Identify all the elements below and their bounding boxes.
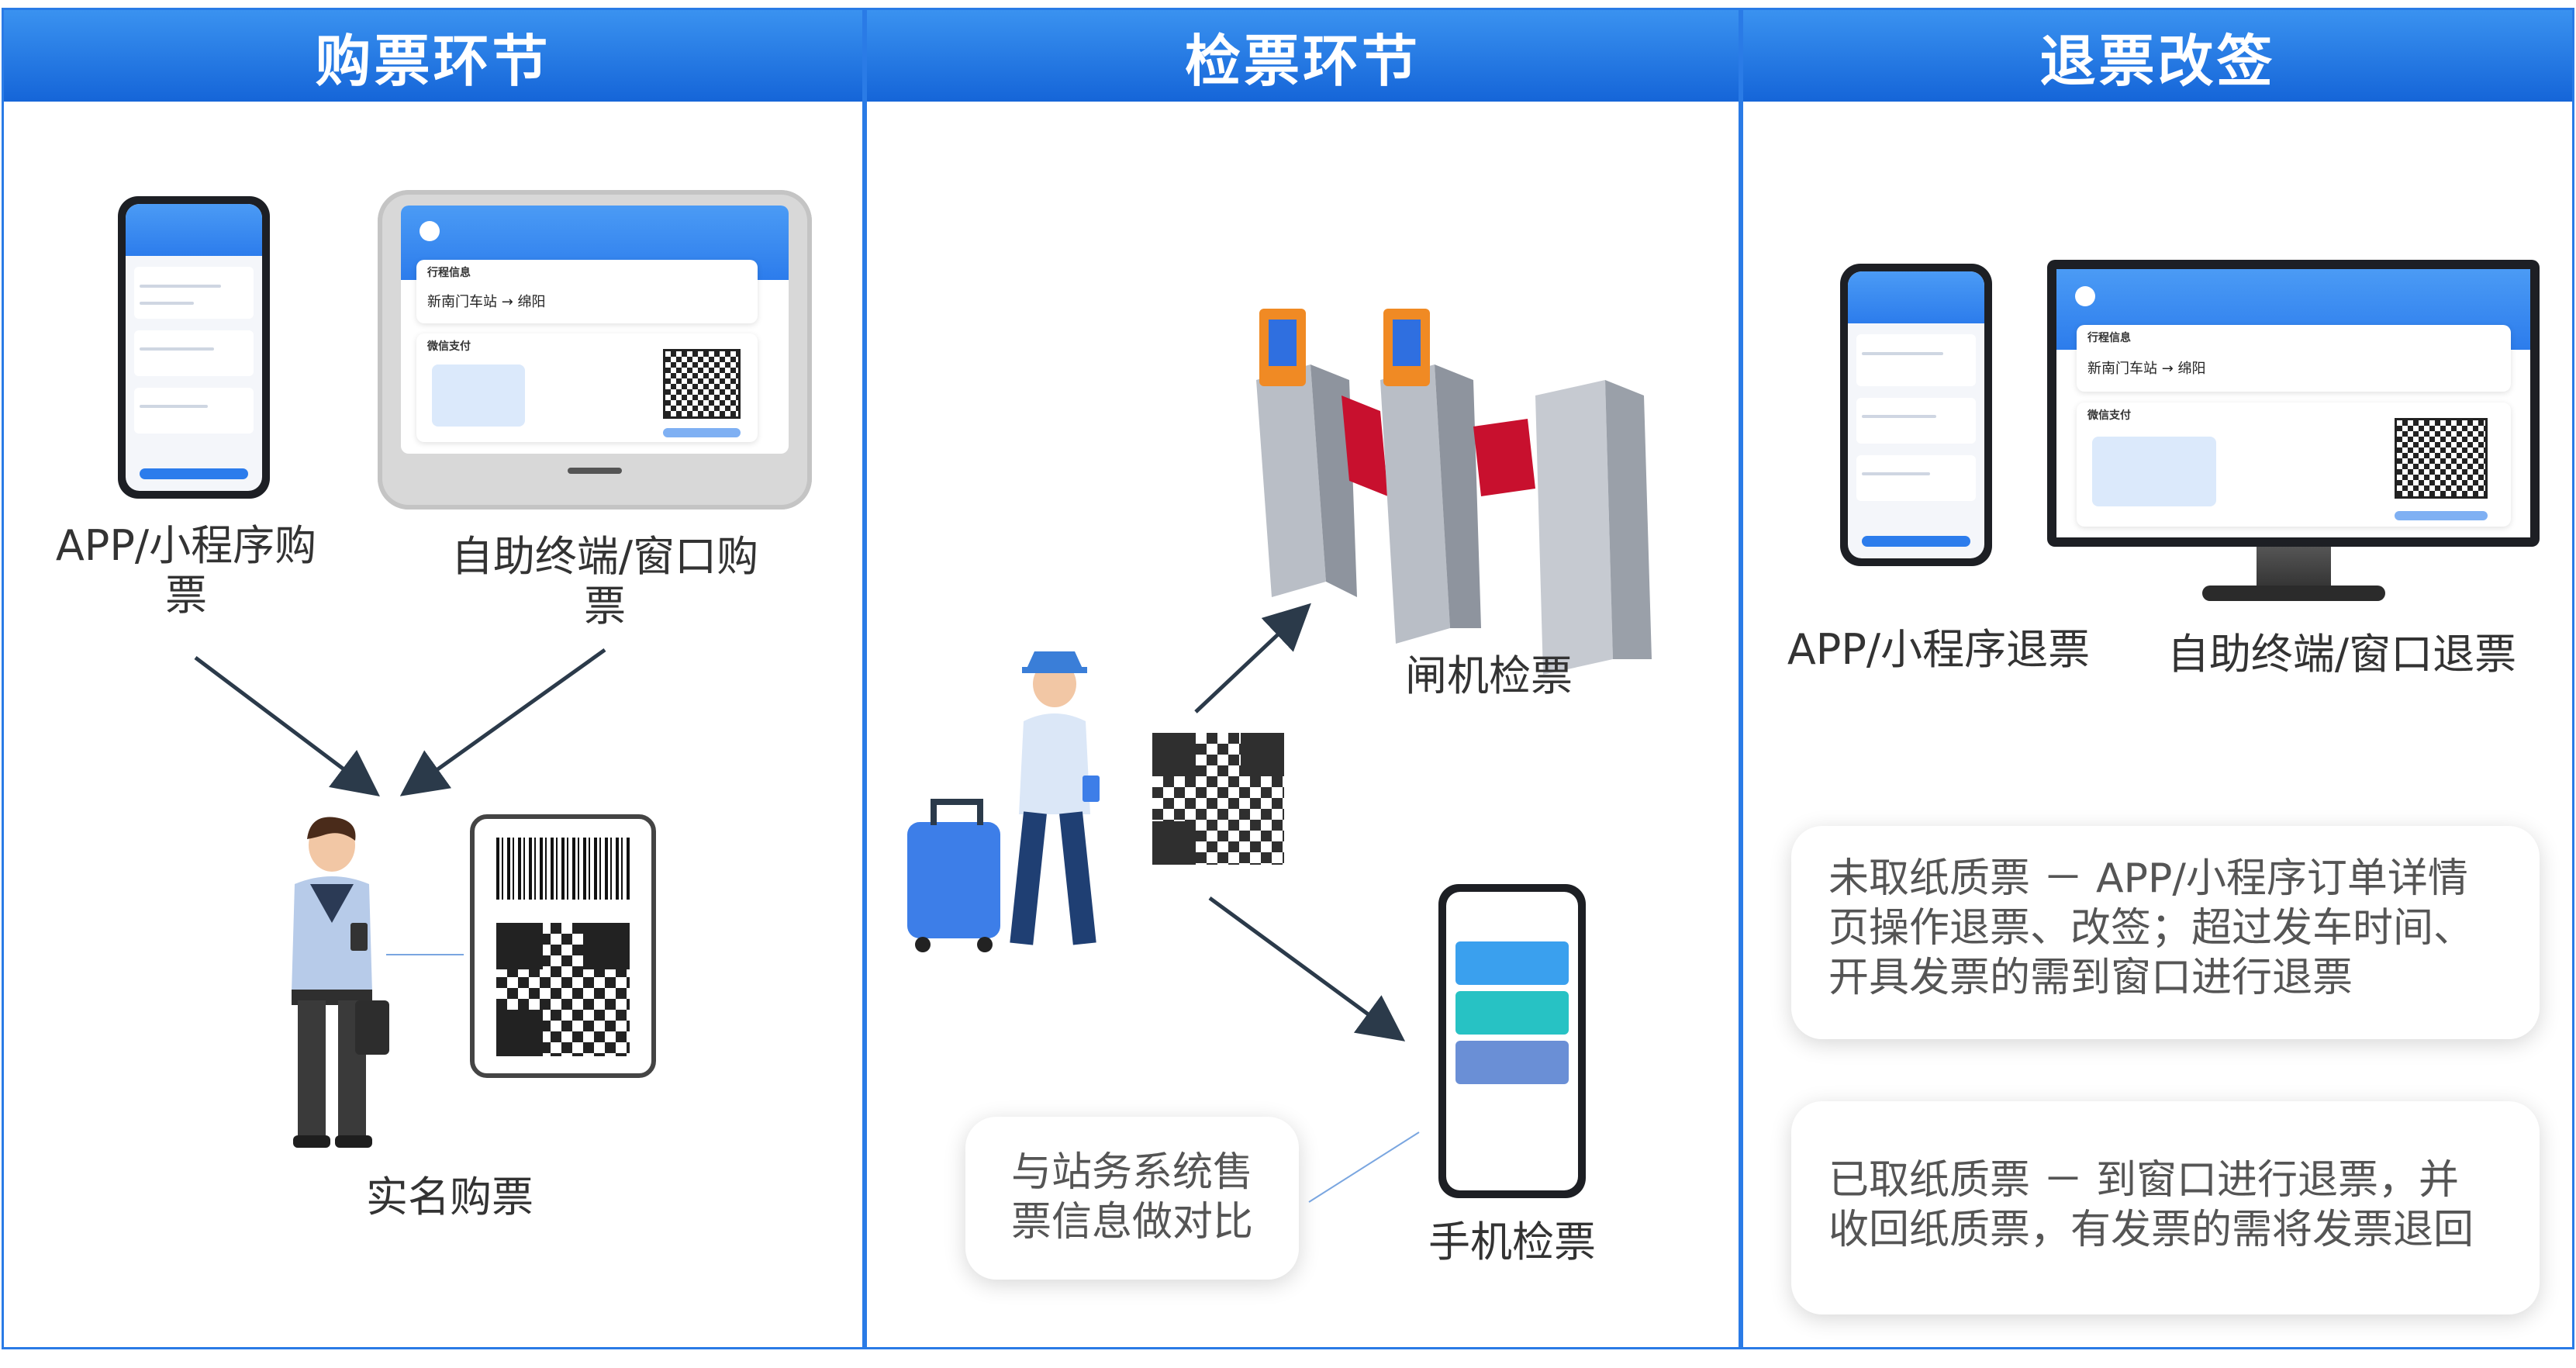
- buy-panel-title: 购票环节: [4, 10, 862, 102]
- refund-note-unclaimed-line1: 未取纸质票 － APP/小程序订单详情: [1828, 855, 2468, 902]
- refund-note-unclaimed-line3: 开具发票的需到窗口进行退票: [1828, 955, 2353, 1001]
- refund-app-label: APP/小程序退票: [1787, 625, 2091, 674]
- gate-check-label: 闸机检票: [1405, 651, 1573, 700]
- buy-terminal-label: 自助终端/窗口购 票: [434, 532, 775, 631]
- phone-check-label: 手机检票: [1428, 1218, 1596, 1266]
- refund-terminal-label: 自助终端/窗口退票: [2167, 630, 2517, 679]
- ticket-qr-barcode-icon: [470, 814, 656, 1078]
- arrow-qr-to-phone: [1208, 896, 1406, 1042]
- turnstile-gate-icon: [1256, 309, 1652, 675]
- buy-app-label-line1: APP/小程序购: [55, 521, 317, 570]
- buy-terminal-trip-info: 行程信息: [427, 267, 471, 279]
- qr-code-icon: [663, 349, 741, 419]
- route-arrow-icon: →: [2161, 361, 2178, 377]
- route-arrow-icon: →: [501, 294, 518, 310]
- refund-phone-illustration: [1840, 264, 1992, 566]
- refund-terminal-route-from: 新南门车站: [2087, 361, 2157, 377]
- qr-code-icon: [2395, 418, 2488, 499]
- refund-terminal-wechat-pay: 微信支付: [2087, 409, 2131, 422]
- compare-note-line1: 与站务系统售: [1010, 1149, 1253, 1196]
- connector-note-to-phone: [1308, 1131, 1420, 1203]
- realname-label: 实名购票: [366, 1173, 534, 1221]
- buy-terminal-illustration: 行程信息 新南门车站 → 绵阳 微信支付: [378, 190, 812, 510]
- buy-app-label-line2: 票: [165, 571, 207, 620]
- refund-note-unclaimed: 未取纸质票 － APP/小程序订单详情 页操作退票、改签；超过发车时间、 开具发…: [1791, 826, 2540, 1039]
- refund-note-unclaimed-line2: 页操作退票、改签；超过发车时间、: [1828, 905, 2474, 952]
- arrow-app-to-realname: [194, 656, 380, 797]
- buy-phone-illustration: [118, 196, 270, 499]
- arrow-terminal-to-realname: [399, 648, 606, 796]
- check-phone-illustration: [1438, 884, 1586, 1198]
- buy-app-label: APP/小程序购 票: [31, 521, 341, 620]
- connector-line: [386, 954, 464, 955]
- buy-terminal-label-line1: 自助终端/窗口购: [451, 532, 759, 581]
- buy-terminal-route-from: 新南门车站: [427, 294, 497, 310]
- buy-terminal-route-to: 绵阳: [517, 294, 546, 310]
- qr-code-icon: [496, 923, 630, 1056]
- barcode-icon: [496, 838, 630, 900]
- check-panel-title: 检票环节: [867, 10, 1739, 102]
- buyer-person-icon: [292, 817, 389, 1148]
- qr-code-icon: [1152, 733, 1284, 865]
- arrow-qr-to-gate: [1194, 603, 1311, 713]
- refund-note-claimed-line2: 收回纸质票，有发票的需将发票退回: [1828, 1207, 2474, 1253]
- refund-note-claimed-line1: 已取纸质票 － 到窗口进行退票，并: [1828, 1157, 2460, 1204]
- compare-note: 与站务系统售 票信息做对比: [965, 1117, 1299, 1280]
- buy-terminal-label-line2: 票: [584, 582, 626, 630]
- refund-monitor-illustration: 行程信息 新南门车站 → 绵阳 微信支付: [2047, 260, 2540, 609]
- traveler-person-icon: [907, 651, 1100, 952]
- buy-terminal-wechat-pay: 微信支付: [427, 340, 471, 353]
- compare-note-line2: 票信息做对比: [1010, 1199, 1253, 1245]
- refund-terminal-trip-info: 行程信息: [2087, 332, 2131, 344]
- refund-terminal-route-to: 绵阳: [2177, 361, 2206, 377]
- refund-note-claimed: 已取纸质票 － 到窗口进行退票，并 收回纸质票，有发票的需将发票退回: [1791, 1101, 2540, 1314]
- refund-panel-title: 退票改签: [1743, 10, 2572, 102]
